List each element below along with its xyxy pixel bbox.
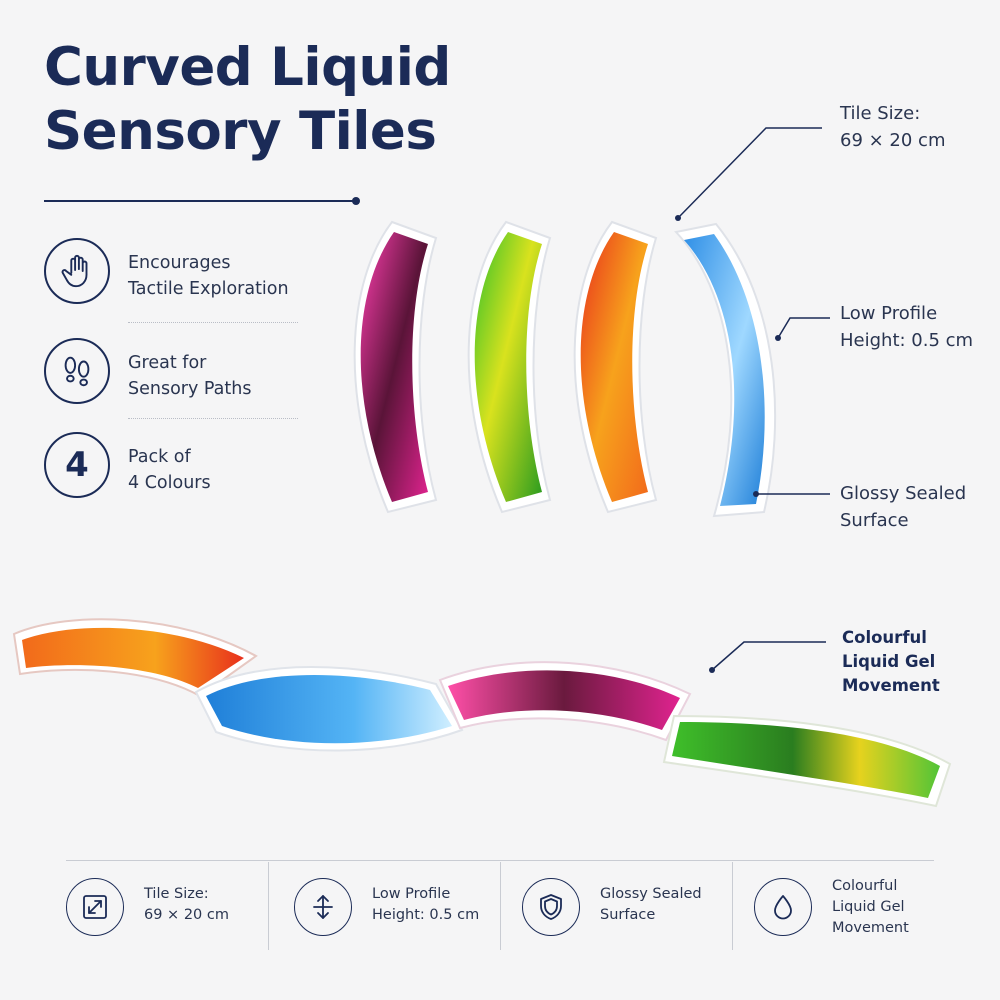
feature-divider <box>128 418 298 419</box>
callout-lines <box>677 127 830 671</box>
title-line-1: Curved Liquid <box>44 37 451 98</box>
bottom-bar-separator <box>732 862 733 950</box>
path-tile-pink <box>438 661 692 742</box>
title-line-2: Sensory Tiles <box>44 101 437 162</box>
tile-pink <box>353 220 438 514</box>
tile-green <box>467 220 552 514</box>
callout-tile-size: Tile Size:69 × 20 cm <box>840 103 946 151</box>
bottom-bar-separator <box>500 862 501 950</box>
feature-divider <box>128 322 298 323</box>
shield-icon <box>522 878 580 936</box>
title-underline <box>44 200 356 202</box>
pack-count-badge: 4 <box>44 432 110 498</box>
page-title: Curved Liquid Sensory Tiles <box>44 36 451 164</box>
bottom-bar-separator <box>268 862 269 950</box>
path-tile-blue <box>194 666 464 752</box>
bottom-item-tile-size: Tile Size:69 × 20 cm <box>66 872 262 944</box>
title-underline-dot <box>352 197 360 205</box>
bottom-item-tile-size-text: Tile Size:69 × 20 cm <box>144 886 229 923</box>
callout-dots <box>675 215 781 673</box>
footprints-icon <box>44 338 110 404</box>
tile-orange <box>573 220 658 514</box>
bottom-bar-rule <box>66 860 934 861</box>
droplet-icon <box>754 878 812 936</box>
up-down-arrow-icon <box>294 878 352 936</box>
path-tile-orange <box>12 618 258 698</box>
hand-icon <box>44 238 110 304</box>
resize-icon <box>66 878 124 936</box>
tile-blue <box>674 222 777 518</box>
path-tile-green <box>662 714 952 808</box>
